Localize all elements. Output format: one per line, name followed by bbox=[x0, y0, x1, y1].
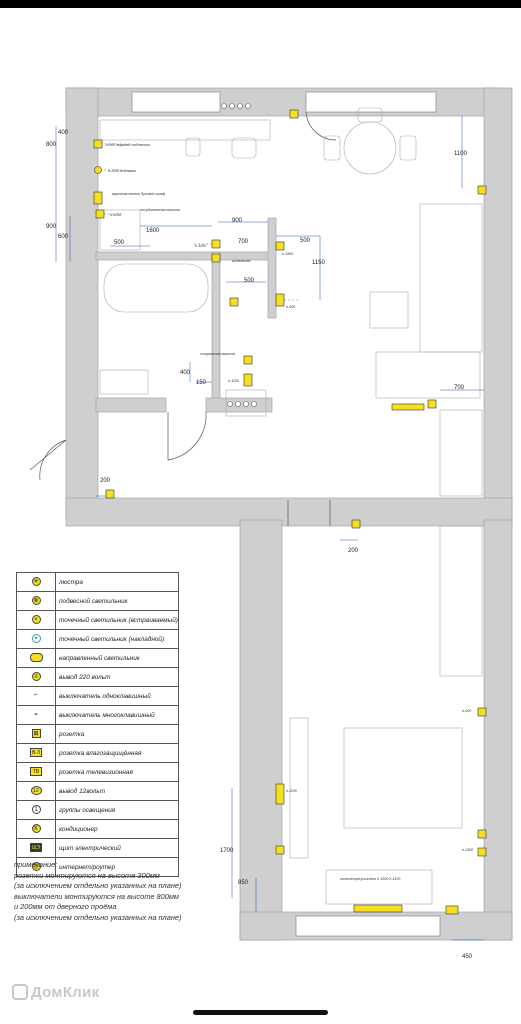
directional-light-icon bbox=[29, 653, 43, 663]
dim-700b: 700 bbox=[454, 385, 465, 391]
dim-900b: 900 bbox=[232, 218, 243, 224]
dim-400b: 400 bbox=[180, 370, 191, 376]
dim-150: 150 bbox=[196, 380, 207, 386]
plan-annotations: h-800 зеркало/ подсветка h-2300 вытяжка … bbox=[106, 143, 473, 881]
svg-text:посудомоечная машина: посудомоечная машина bbox=[140, 208, 180, 212]
svg-text:h-1100: h-1100 bbox=[110, 213, 121, 217]
dim-200b: 200 bbox=[348, 548, 359, 554]
recessed-spots bbox=[221, 103, 257, 407]
svg-text:h-1100: h-1100 bbox=[195, 244, 206, 248]
dim-900: 900 bbox=[46, 224, 57, 230]
socket-icon: ⊠ bbox=[31, 729, 41, 739]
surface-spot-icon: × bbox=[31, 634, 41, 644]
svg-text:варочная панель духовой шкаф: варочная панель духовой шкаф bbox=[112, 192, 165, 196]
note-line: (за исключением отдельно указанных на пл… bbox=[14, 912, 182, 922]
dim-1100: 1100 bbox=[454, 151, 468, 157]
windows bbox=[131, 91, 441, 937]
svg-text:h-800 зеркало/ подсветка: h-800 зеркало/ подсветка bbox=[106, 143, 150, 147]
single-switch-icon: ⌐ bbox=[34, 692, 38, 699]
svg-text:h-900: h-900 bbox=[286, 305, 295, 309]
svg-text:h-1100: h-1100 bbox=[286, 789, 297, 793]
svg-text:h-2300: h-2300 bbox=[462, 848, 473, 852]
furniture bbox=[99, 107, 483, 905]
dim-500a: 500 bbox=[114, 240, 125, 246]
dim-1600: 1600 bbox=[146, 228, 160, 234]
dim-200a: 200 bbox=[100, 478, 111, 484]
legend-row: ◎интернет/роутер bbox=[16, 857, 179, 877]
air-conditioner-icon: К bbox=[31, 824, 41, 834]
dimension-lines bbox=[55, 116, 484, 941]
chandelier-icon: ✳ bbox=[31, 577, 41, 587]
legend-row: ≡вывод 220 вольт bbox=[16, 667, 179, 687]
svg-text:котельная: котельная bbox=[232, 259, 250, 263]
dim-700: 700 bbox=[238, 239, 249, 245]
svg-text:стиральная машина: стиральная машина bbox=[200, 352, 235, 356]
dim-500b: 500 bbox=[300, 238, 311, 244]
status-bar bbox=[0, 0, 521, 8]
legend-row: ⩦выключатель многоклавишный bbox=[16, 705, 179, 725]
dimension-labels: 400 800 900 600 500 1600 900 700 500 500… bbox=[46, 130, 473, 960]
dim-800: 800 bbox=[46, 142, 57, 148]
electrical-panel-icon: ЩЭ bbox=[30, 843, 42, 853]
svg-text:полотенцесушитель h-1800 h-110: полотенцесушитель h-1800 h-1100 bbox=[340, 877, 400, 881]
dim-600: 600 bbox=[58, 234, 69, 240]
outlet-220-icon: ≡ bbox=[31, 672, 41, 682]
svg-text:h-900: h-900 bbox=[462, 709, 471, 713]
legend-row: ⊗подвесной светильник bbox=[16, 591, 179, 611]
dim-400: 400 bbox=[58, 130, 69, 136]
doors bbox=[29, 111, 337, 526]
svg-text:h-1100: h-1100 bbox=[228, 379, 239, 383]
legend-table: ✳люстра ⊗подвесной светильник ×точечный … bbox=[16, 572, 179, 877]
watermark-logo: ДомКлик bbox=[12, 984, 99, 1001]
tv-socket-icon: ТВ bbox=[30, 767, 42, 777]
dim-500c: 500 bbox=[244, 278, 255, 284]
note-title: примечание: bbox=[14, 860, 58, 869]
legend-row: ⌐выключатель одноклавишный bbox=[16, 686, 179, 706]
output-12v-icon: 12 bbox=[30, 786, 42, 796]
internet-router-icon: ◎ bbox=[31, 862, 41, 872]
note-line: розетки монтируются на высоте 300мм bbox=[14, 870, 160, 880]
dim-1700: 1700 bbox=[220, 848, 234, 854]
legend-row: направленный светильник bbox=[16, 648, 179, 668]
home-indicator[interactable] bbox=[193, 1010, 328, 1015]
notes: примечание: розетки монтируются на высот… bbox=[14, 860, 274, 923]
pendant-light-icon: ⊗ bbox=[31, 596, 41, 606]
dim-450: 450 bbox=[462, 954, 473, 960]
note-line: и 200мм от дверного проёма bbox=[14, 902, 117, 911]
svg-text:h-1550: h-1550 bbox=[282, 252, 293, 256]
house-icon bbox=[12, 984, 28, 1000]
note-line: (за исключением отдельно указанных на пл… bbox=[14, 881, 182, 890]
svg-text:h-2300 вытяжка: h-2300 вытяжка bbox=[108, 169, 136, 173]
lighting-group-icon: 1 bbox=[31, 805, 41, 815]
recessed-spot-icon: × bbox=[31, 615, 41, 625]
dim-850: 850 bbox=[238, 880, 249, 886]
electrical-markers bbox=[93, 109, 487, 915]
multi-switch-icon: ⩦ bbox=[34, 711, 38, 718]
legend-row: ×точечный светильник (накладной) bbox=[16, 629, 179, 649]
legend-row: ×точечный светильник (встраиваемый) bbox=[16, 610, 179, 630]
legend-row: ⊠розетка bbox=[16, 724, 179, 744]
waterproof-socket-icon: В-З bbox=[30, 748, 42, 758]
legend-row: ✳люстра bbox=[16, 572, 179, 592]
note-line: выключатели монтируются на высоте 800мм bbox=[14, 891, 179, 901]
dim-1150: 1150 bbox=[312, 260, 326, 266]
